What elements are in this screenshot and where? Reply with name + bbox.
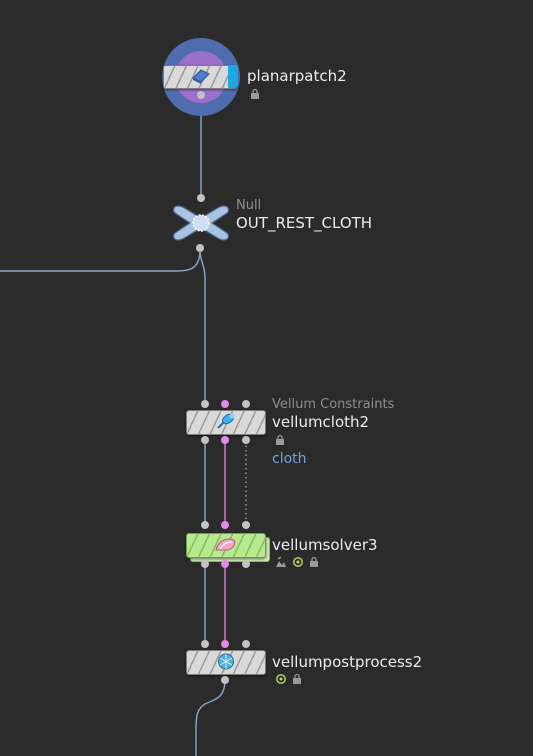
- output-connector-geometry[interactable]: [201, 560, 209, 568]
- node-name[interactable]: planarpatch2: [247, 67, 347, 85]
- output-connector-collision[interactable]: [242, 436, 250, 444]
- planar-patch-icon: [192, 69, 210, 84]
- lock-icon[interactable]: [308, 556, 320, 568]
- input-connector-constraints[interactable]: [221, 400, 229, 408]
- output-connector-collision[interactable]: [242, 560, 250, 568]
- input-connector-geometry[interactable]: [201, 521, 209, 529]
- input-connector-geometry[interactable]: [201, 640, 209, 648]
- wire-post-to-output: [195, 679, 226, 756]
- null-cross-icon[interactable]: [172, 202, 230, 244]
- input-connector-constraints[interactable]: [221, 521, 229, 529]
- node-name[interactable]: vellumcloth2: [272, 413, 370, 431]
- wire-null-to-left: [0, 249, 201, 272]
- output-connector[interactable]: [221, 676, 229, 684]
- input-connector-geometry[interactable]: [201, 400, 209, 408]
- node-name[interactable]: OUT_REST_CLOTH: [236, 214, 373, 232]
- node-name[interactable]: vellumpostprocess2: [272, 653, 423, 671]
- input-connector[interactable]: [197, 194, 205, 202]
- template-flag[interactable]: [228, 65, 238, 88]
- wire-null-to-vellumcloth: [199, 249, 206, 402]
- lock-icon[interactable]: [249, 88, 261, 100]
- input-connector-collision[interactable]: [242, 521, 250, 529]
- group-name[interactable]: cloth: [272, 451, 307, 467]
- display-icon[interactable]: [292, 556, 304, 568]
- output-connector-constraints[interactable]: [221, 560, 229, 568]
- node-name[interactable]: vellumsolver3: [272, 536, 378, 554]
- output-connector-geometry[interactable]: [201, 436, 209, 444]
- display-icon[interactable]: [275, 673, 287, 685]
- shell-icon: [215, 538, 236, 551]
- input-connector-constraints[interactable]: [221, 640, 229, 648]
- pin-icon: [217, 413, 235, 429]
- node-type: Null: [236, 198, 262, 213]
- node-type: Vellum Constraints: [272, 397, 395, 412]
- output-connector[interactable]: [196, 244, 204, 252]
- mesh-ball-icon: [218, 653, 234, 670]
- input-connector-collision[interactable]: [242, 400, 250, 408]
- lock-icon[interactable]: [291, 673, 303, 685]
- output-connector-constraints[interactable]: [221, 436, 229, 444]
- input-connector-collision[interactable]: [242, 640, 250, 648]
- sim-icon[interactable]: [275, 556, 287, 568]
- lock-icon[interactable]: [274, 434, 286, 446]
- output-connector[interactable]: [197, 91, 205, 99]
